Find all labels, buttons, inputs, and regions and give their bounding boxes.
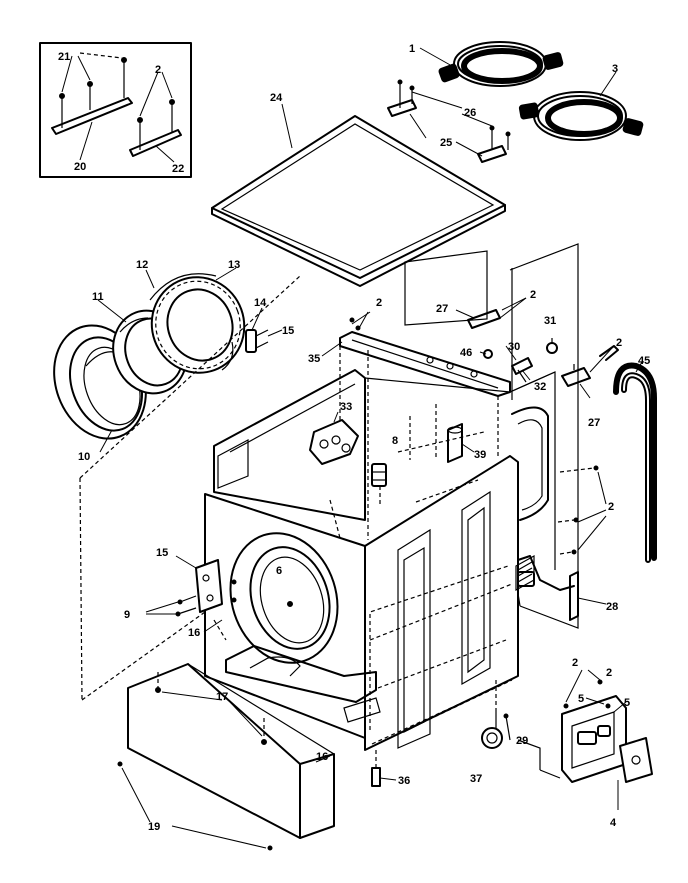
- part-callout-labels: 21 2 20 22 1 3 24 26 25 12 13 11 14 15 1…: [58, 43, 650, 833]
- callout-8: 8: [392, 435, 398, 447]
- callout-15: 15: [156, 547, 168, 559]
- callout-39: 39: [474, 449, 486, 461]
- callout-10: 10: [78, 451, 90, 463]
- callout-2: 2: [616, 337, 622, 349]
- callout-3: 3: [612, 63, 618, 75]
- callout-2: 2: [530, 289, 536, 301]
- kick-panel: [117, 663, 335, 851]
- callout-29: 29: [516, 735, 528, 747]
- bracket-20: [51, 97, 133, 135]
- drain-hose-45: [613, 361, 657, 563]
- callout-2: 2: [608, 501, 614, 513]
- callout-2: 2: [572, 657, 578, 669]
- callout-6: 6: [276, 565, 282, 577]
- callout-27: 27: [588, 417, 600, 429]
- callout-14: 14: [254, 297, 267, 309]
- callout-2: 2: [155, 64, 161, 76]
- front-hinge-and-screws: [145, 555, 237, 641]
- callout-13: 13: [228, 259, 240, 271]
- callout-19: 19: [148, 821, 160, 833]
- bracket-22: [129, 129, 182, 157]
- top-panel-24: [211, 103, 506, 287]
- callout-12: 12: [136, 259, 148, 271]
- callout-28: 28: [606, 601, 618, 613]
- callout-33: 33: [340, 401, 352, 413]
- inset-frame: [39, 42, 192, 178]
- callout-15: 15: [282, 325, 294, 337]
- callout-16: 16: [316, 751, 328, 763]
- door-assembly: [53, 267, 301, 701]
- callout-17: 17: [216, 691, 228, 703]
- callout-46: 46: [460, 347, 472, 359]
- callout-36: 36: [398, 775, 410, 787]
- bracket-inset: [39, 42, 192, 178]
- callout-21: 21: [58, 51, 70, 63]
- inlet-hose-3: [518, 71, 644, 141]
- inlet-hose-1: [419, 41, 564, 87]
- callout-16: 16: [188, 627, 200, 639]
- callout-45: 45: [638, 355, 650, 367]
- callout-24: 24: [270, 92, 283, 104]
- callout-5: 5: [578, 693, 584, 705]
- callout-35: 35: [308, 353, 320, 365]
- callout-22: 22: [172, 163, 184, 175]
- callout-20: 20: [74, 161, 86, 173]
- callout-2: 2: [376, 297, 382, 309]
- callout-31: 31: [544, 315, 556, 327]
- cabinet-body: [204, 331, 556, 751]
- callout-32: 32: [534, 381, 546, 393]
- callout-27: 27: [436, 303, 448, 315]
- callout-30: 30: [508, 341, 520, 353]
- internal-components: [309, 297, 619, 787]
- callout-4: 4: [610, 817, 617, 829]
- callout-37: 37: [470, 773, 482, 785]
- callout-25: 25: [440, 137, 452, 149]
- top-brackets-25-26: [387, 79, 511, 163]
- control-bracket-assembly: [517, 669, 653, 810]
- callout-5: 5: [624, 697, 630, 709]
- callout-1: 1: [409, 43, 415, 55]
- callout-11: 11: [92, 291, 104, 303]
- callout-9: 9: [124, 609, 130, 621]
- callout-26: 26: [464, 107, 476, 119]
- callout-2: 2: [606, 667, 612, 679]
